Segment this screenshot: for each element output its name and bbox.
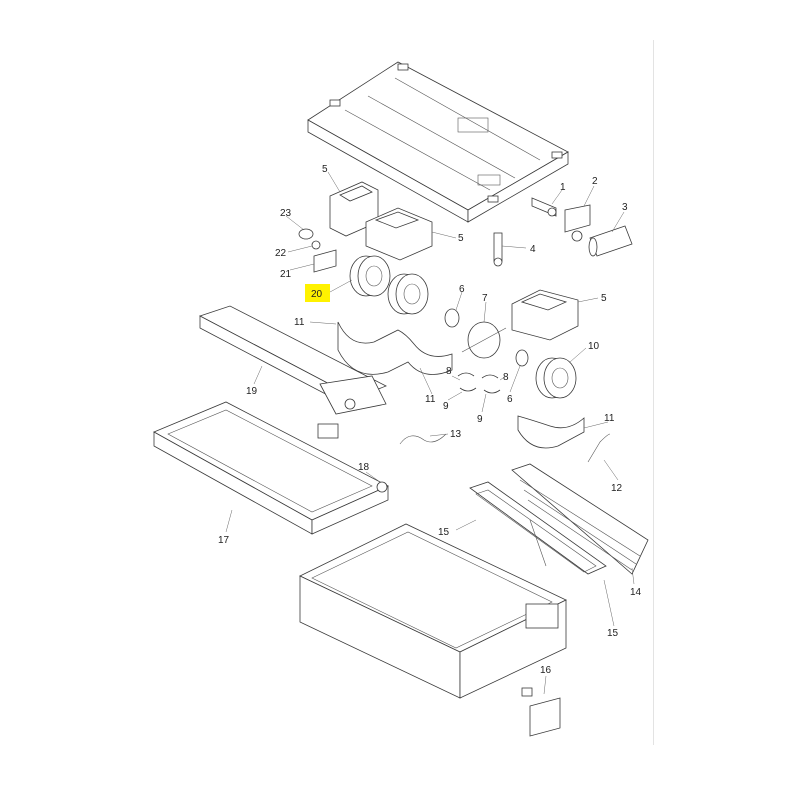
part-22-bushing bbox=[311, 240, 321, 250]
callout-13: 13 bbox=[450, 429, 462, 440]
callout-7: 7 bbox=[482, 293, 488, 304]
callout-8-right: 8 bbox=[503, 372, 509, 383]
callout-labels: 1 2 3 4 5 5 5 6 6 7 8 8 9 9 10 11 11 11 … bbox=[218, 164, 642, 676]
part-12-wire bbox=[587, 433, 611, 463]
callout-10: 10 bbox=[588, 341, 600, 352]
callout-11-lower: 11 bbox=[425, 394, 436, 405]
callout-5-right: 5 bbox=[601, 293, 607, 304]
part-19-control-box bbox=[198, 305, 387, 415]
part-1-shaft bbox=[531, 197, 557, 217]
callout-16: 16 bbox=[540, 665, 552, 676]
part-14-grille bbox=[511, 463, 649, 575]
part-3-capacitor bbox=[588, 225, 633, 257]
callout-11-left: 11 bbox=[294, 317, 305, 328]
part-18-plug bbox=[376, 481, 388, 493]
callout-5-middle: 5 bbox=[458, 233, 464, 244]
fan-housing-5-right bbox=[511, 289, 579, 341]
part-21-plate bbox=[313, 249, 337, 273]
callout-9-left: 9 bbox=[443, 401, 449, 412]
part-23-ring bbox=[298, 228, 314, 240]
callout-20-highlight bbox=[305, 284, 330, 302]
part-16-bracket bbox=[521, 687, 561, 737]
callout-17: 17 bbox=[218, 535, 230, 546]
callout-9-right: 9 bbox=[477, 414, 483, 425]
callout-20: 20 bbox=[311, 289, 323, 300]
callout-2: 2 bbox=[592, 176, 598, 187]
callout-8-left: 8 bbox=[446, 366, 452, 377]
callout-23: 23 bbox=[280, 208, 292, 219]
part-13-wire bbox=[317, 423, 447, 445]
fan-housing-5-lower bbox=[365, 207, 433, 261]
main-chassis bbox=[299, 523, 567, 699]
part-6-bearing-lower bbox=[515, 349, 529, 367]
callout-11-right: 11 bbox=[604, 413, 615, 424]
part-7-motor bbox=[461, 321, 507, 359]
callout-14: 14 bbox=[630, 587, 642, 598]
blower-wheel-10 bbox=[535, 357, 577, 399]
page-edge-line bbox=[653, 40, 654, 745]
part-2-bracket bbox=[564, 204, 591, 242]
callout-1: 1 bbox=[560, 182, 566, 193]
callout-3: 3 bbox=[622, 202, 628, 213]
callout-15-upper: 15 bbox=[438, 527, 450, 538]
scroll-half-11-right bbox=[517, 415, 585, 449]
callout-12: 12 bbox=[611, 483, 623, 494]
part-15-filter-frame bbox=[469, 481, 607, 575]
scroll-half-11-left bbox=[337, 321, 453, 375]
leader-lines bbox=[225, 171, 635, 695]
callout-6-lower: 6 bbox=[507, 394, 513, 405]
callout-6-upper: 6 bbox=[459, 284, 465, 295]
callout-15-lower: 15 bbox=[607, 628, 619, 639]
part-4-sensor bbox=[493, 232, 503, 267]
callout-18: 18 bbox=[358, 462, 370, 473]
part-17-drain-pan bbox=[153, 401, 389, 535]
callout-22: 22 bbox=[275, 248, 287, 259]
callout-19: 19 bbox=[246, 386, 258, 397]
callout-21: 21 bbox=[280, 269, 292, 280]
callout-5-upper: 5 bbox=[322, 164, 328, 175]
top-cover-panel bbox=[307, 61, 569, 223]
blower-wheel-20 bbox=[349, 255, 429, 315]
part-6-bearing-upper bbox=[444, 308, 460, 328]
clamps-8-9 bbox=[457, 372, 501, 394]
callout-4: 4 bbox=[530, 244, 536, 255]
